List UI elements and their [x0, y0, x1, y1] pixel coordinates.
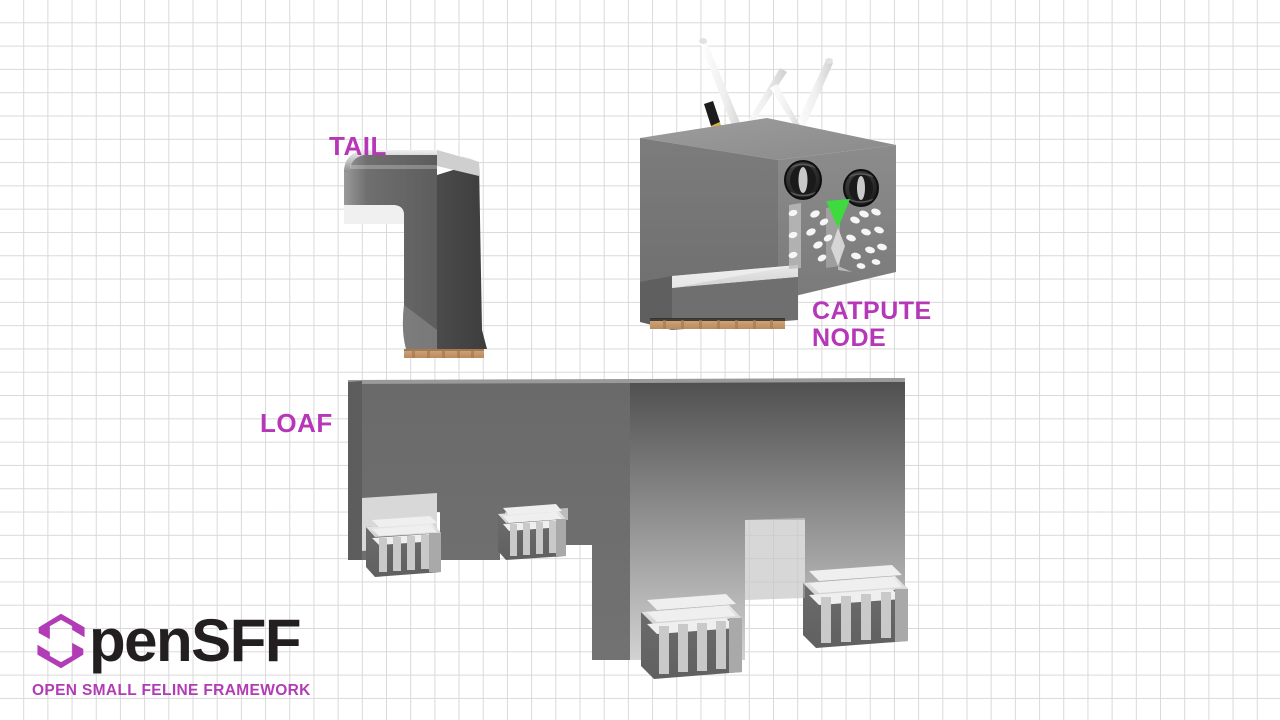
- paw-front-left: [366, 516, 441, 577]
- paw-rear-right: [803, 565, 908, 648]
- annotation-label-catpute-node: CATPUTE NODE: [812, 297, 932, 352]
- nose-icon: [826, 199, 852, 272]
- eye-left-icon: [784, 160, 822, 200]
- annotation-label-loaf: LOAF: [260, 408, 333, 438]
- annotation-label-tail: TAIL: [329, 131, 387, 161]
- tail-module-render: [344, 150, 487, 358]
- loaf-chassis-render: [348, 378, 908, 679]
- logo-wordmark: penSFF: [89, 607, 302, 674]
- whisker-vent-pattern: [788, 208, 887, 269]
- paw-rear-left: [641, 594, 742, 679]
- hexagon-ring-icon: [37, 613, 85, 669]
- opensff-logo: penSFF OPEN SMALL FELINE FRAMEWORK: [30, 608, 311, 700]
- face-details: [784, 160, 887, 272]
- paw-front-right: [498, 504, 566, 560]
- logo-tagline: OPEN SMALL FELINE FRAMEWORK: [32, 682, 311, 699]
- catpute-node-render: [640, 38, 896, 330]
- eye-right-icon: [843, 169, 879, 207]
